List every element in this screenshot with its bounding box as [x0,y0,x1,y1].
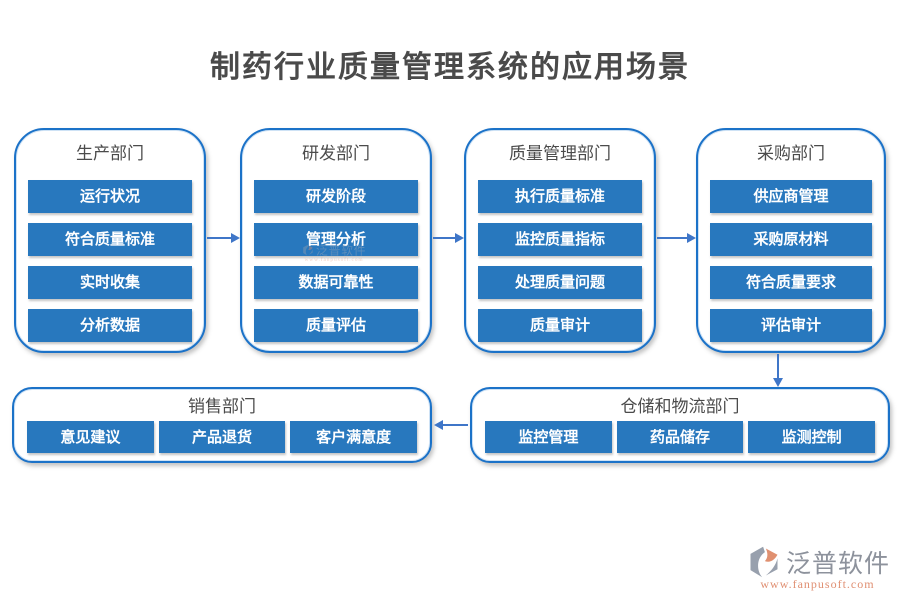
dept-item-product-returns: 产品退货 [158,421,286,453]
dept-item-supplier-management: 供应商管理 [710,180,872,213]
brand-url: www.fanpusoft.com [760,577,875,591]
dept-box-warehouse-logistics: 仓储和物流部门 监控管理 药品储存 监测控制 [470,387,890,463]
dept-box-sales-title: 销售部门 [188,397,256,417]
arrow-production-to-rnd-icon [207,233,240,243]
arrow-quality-to-procurement-icon [657,233,696,243]
dept-item-handle-quality-issues: 处理质量问题 [478,266,642,299]
dept-box-sales: 销售部门 意见建议 产品退货 客户满意度 [12,387,432,463]
dept-item-drug-storage: 药品储存 [616,421,744,453]
dept-item-execute-quality-standards: 执行质量标准 [478,180,642,213]
dept-item-monitoring-management: 监控管理 [485,421,612,453]
page-title: 制药行业质量管理系统的应用场景 [210,50,690,85]
watermark: 泛普软件 www.fanpusoft.com [302,241,367,263]
dept-box-quality-management: 质量管理部门 执行质量标准 监控质量指标 处理质量问题 质量审计 [464,128,656,353]
dept-item-data-reliability: 数据可靠性 [254,266,418,299]
dept-item-feedback-suggestions: 意见建议 [27,421,154,453]
dept-item-quality-evaluation: 质量评估 [254,309,418,342]
dept-item-realtime-collection: 实时收集 [28,266,192,299]
dept-item-meet-quality-standards: 符合质量标准 [28,223,192,256]
warehouse-items-row: 监控管理 药品储存 监测控制 [485,421,876,453]
dept-item-monitor-quality-metrics: 监控质量指标 [478,223,642,256]
sales-items-row: 意见建议 产品退货 客户满意度 [27,421,418,453]
dept-box-production-title: 生产部门 [76,144,144,164]
dept-item-operating-status: 运行状况 [28,180,192,213]
dept-item-customer-satisfaction: 客户满意度 [290,421,418,453]
fanpu-logo-icon [750,546,778,578]
brand-name: 泛普软件 [785,549,890,578]
dept-item-meet-quality-requirements: 符合质量要求 [710,266,872,299]
dept-item-monitoring-control: 监测控制 [748,421,876,453]
watermark-url-text: www.fanpusoft.com [304,257,364,263]
fanpu-logo-icon [303,244,313,256]
dept-box-procurement: 采购部门 供应商管理 采购原材料 符合质量要求 评估审计 [696,128,886,353]
dept-box-rnd: 研发部门 研发阶段 管理分析 数据可靠性 质量评估 [240,128,432,353]
arrow-procurement-to-warehouse-icon [773,354,783,387]
dept-item-purchase-raw-materials: 采购原材料 [710,223,872,256]
dept-box-production: 生产部门 运行状况 符合质量标准 实时收集 分析数据 [14,128,206,353]
watermark-brand-text: 泛普软件 [316,244,367,259]
dept-box-procurement-title: 采购部门 [757,144,825,164]
dept-item-rnd-phase: 研发阶段 [254,180,418,213]
dept-item-management-analysis: 管理分析 [254,223,418,256]
dept-box-warehouse-logistics-title: 仓储和物流部门 [620,397,740,417]
dept-item-quality-audit: 质量审计 [478,309,642,342]
dept-item-evaluation-audit: 评估审计 [710,309,872,342]
dept-box-rnd-title: 研发部门 [302,144,370,164]
dept-item-analyze-data: 分析数据 [28,309,192,342]
dept-box-quality-management-title: 质量管理部门 [509,144,611,164]
arrow-rnd-to-quality-icon [433,233,464,243]
arrow-warehouse-to-sales-icon [434,420,468,430]
brand-logo: 泛普软件 www.fanpusoft.com [745,544,890,592]
